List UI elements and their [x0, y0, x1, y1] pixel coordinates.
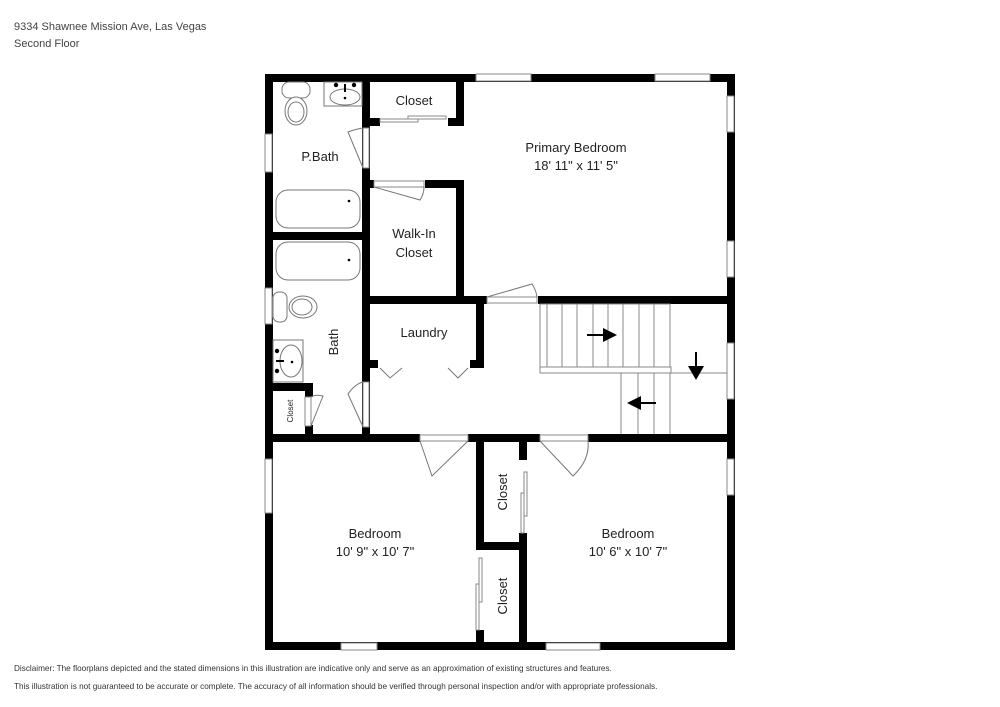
room-dims-bedroom-right: 10' 6" x 10' 7": [588, 544, 668, 559]
room-label-walkin-line1: Walk-In: [392, 226, 436, 241]
door-swings: [310, 127, 589, 477]
room-label-laundry: Laundry: [400, 325, 448, 340]
room-label-bedroom-right: Bedroom: [601, 526, 655, 541]
room-label-pbath: P.Bath: [301, 149, 339, 164]
room-label-closet-mid-lower: Closet: [495, 577, 510, 615]
disclaimer-line-2: This illustration is not guaranteed to b…: [14, 682, 658, 691]
room-dims-primary-bedroom: 18' 11" x 11' 5": [534, 158, 618, 173]
room-label-closet-mid-upper: Closet: [495, 473, 510, 511]
room-label-bedroom-left: Bedroom: [348, 526, 402, 541]
room-label-small-closet: Closet: [286, 399, 295, 423]
disclaimer-line-1: Disclaimer: The floorplans depicted and …: [14, 664, 612, 673]
fixtures: [272, 81, 363, 383]
room-label-closet-top: Closet: [395, 93, 433, 108]
stair-arrows: [587, 328, 704, 410]
room-label-primary-bedroom: Primary Bedroom: [525, 140, 627, 155]
room-dims-bedroom-left: 10' 9" x 10' 7": [335, 544, 415, 559]
room-label-walkin-line2: Closet: [395, 245, 433, 260]
windows: [264, 73, 735, 651]
floor-label: Second Floor: [14, 38, 80, 50]
room-label-bath: Bath: [326, 328, 341, 356]
property-address: 9334 Shawnee Mission Ave, Las Vegas: [14, 21, 207, 33]
